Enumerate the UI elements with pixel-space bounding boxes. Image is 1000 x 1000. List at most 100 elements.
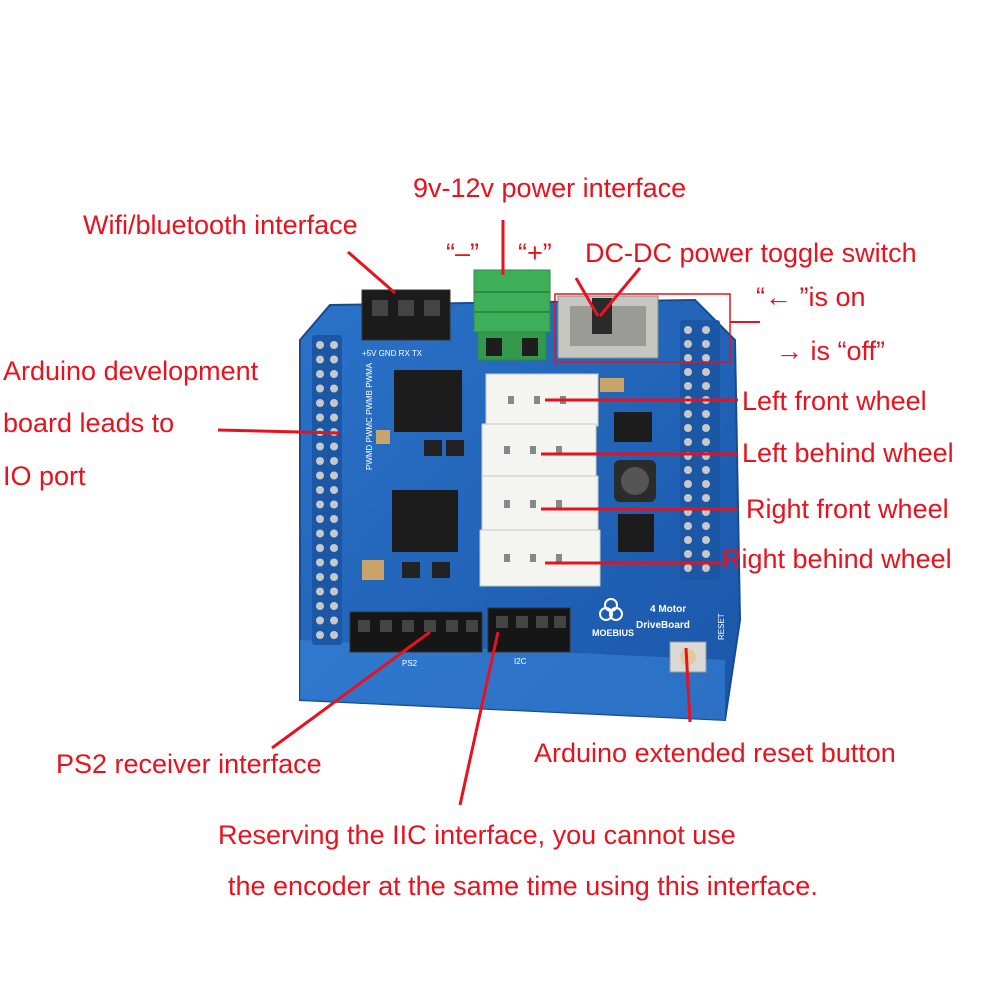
header-pin (316, 355, 324, 364)
switch-off-label: → is “off” (776, 336, 886, 366)
header-pin (684, 326, 692, 334)
header-pin (330, 631, 338, 639)
header-pin (702, 550, 710, 558)
header-pin (316, 587, 324, 596)
header-pin (702, 480, 710, 488)
header-pin (330, 529, 338, 538)
header-pin (684, 522, 692, 530)
motor-connectors (479, 373, 601, 587)
left-behind-wheel-label: Left behind wheel (742, 438, 954, 468)
pwm-silk-text: PWMD PWMC PWMB PWMA (365, 362, 374, 470)
header-pin (316, 500, 324, 509)
header-pin (316, 616, 324, 625)
logo-text: MOEBIUS (592, 628, 634, 638)
moebius-logo (599, 598, 623, 621)
header-pin (702, 522, 710, 530)
power-interface-label: 9v-12v power interface (413, 173, 687, 203)
header-pin (330, 515, 338, 523)
reset-silk-text: RESET (717, 613, 726, 640)
header-pin (330, 355, 338, 364)
small-components (362, 378, 656, 580)
header-pin (330, 457, 338, 465)
header-pin (684, 438, 692, 446)
ps2-receiver-label: PS2 receiver interface (56, 749, 322, 779)
header-pin (316, 471, 324, 480)
header-pin (316, 399, 324, 407)
header-pin (330, 500, 338, 509)
header-pin (330, 384, 338, 393)
reset-button-label: Arduino extended reset button (534, 738, 896, 768)
connector-right-behind (479, 529, 601, 587)
polarity-plus-label: “+” (518, 238, 552, 268)
header-pin (702, 326, 710, 334)
header-pin (684, 480, 692, 488)
header-pin (702, 536, 710, 544)
header-pin (330, 442, 338, 451)
motor-driver-chip-upper (394, 370, 462, 432)
board-title-line1: 4 Motor (650, 604, 686, 615)
right-behind-wheel-label: Right behind wheel (722, 544, 952, 574)
header-pin (702, 368, 710, 376)
iic-label-line1: Reserving the IIC interface, you cannot … (218, 820, 736, 850)
header-pin (316, 370, 324, 378)
header-pin (702, 354, 710, 362)
header-pin (316, 515, 324, 523)
header-pin (702, 438, 710, 446)
header-pin (330, 341, 338, 349)
header-pin (702, 424, 710, 432)
header-pin (330, 413, 338, 422)
header-pin (702, 340, 710, 348)
header-pin (702, 466, 710, 474)
header-pin (316, 558, 324, 567)
header-pin (684, 466, 692, 474)
header-pin (316, 486, 324, 494)
header-pin (702, 410, 710, 418)
header-pin (330, 602, 338, 610)
iic-header (487, 607, 571, 653)
header-pin (316, 341, 324, 349)
header-pin (316, 384, 324, 393)
connector-right-front (481, 475, 599, 531)
header-pin (684, 354, 692, 362)
header-pin (684, 368, 692, 376)
header-pin (330, 558, 338, 567)
header-pin (316, 413, 324, 422)
wifi-silk-text: +5V GND RX TX (362, 349, 423, 358)
header-pin (316, 602, 324, 610)
switch-on-label: “← ”is on (756, 282, 866, 312)
dcdc-switch-label: DC-DC power toggle switch (585, 238, 917, 268)
arduino-label-line1: Arduino development (3, 356, 259, 386)
wifi-bluetooth-label: Wifi/bluetooth interface (83, 210, 358, 240)
board-title-line2: DriveBoard (636, 620, 690, 631)
header-pin (330, 486, 338, 494)
arduino-label-line2: board leads to (3, 408, 175, 438)
right-front-wheel-label: Right front wheel (746, 494, 949, 524)
header-pin (316, 529, 324, 538)
header-pin (684, 410, 692, 418)
motor-driver-chip-lower (392, 490, 458, 552)
header-pin (330, 370, 338, 378)
pcb-bottom-edge (300, 640, 725, 720)
iic-label-line2: the encoder at the same time using this … (228, 871, 818, 901)
header-pin (316, 457, 324, 465)
header-pin (702, 564, 710, 572)
connector-left-behind (481, 423, 597, 477)
header-pin (702, 494, 710, 502)
header-pin (316, 544, 324, 552)
header-pin (684, 340, 692, 348)
header-pin (316, 442, 324, 451)
header-pin (684, 536, 692, 544)
ps2-receiver-header (349, 611, 483, 653)
header-pin (684, 550, 692, 558)
header-pin (330, 544, 338, 552)
iic-silk-text: I2C (514, 657, 527, 666)
header-pin (684, 494, 692, 502)
polarity-minus-label: “–” (446, 238, 479, 268)
header-pin (330, 471, 338, 480)
left-front-wheel-label: Left front wheel (742, 386, 927, 416)
left-header-pins (312, 335, 342, 645)
annotation-lines (217, 220, 760, 806)
header-pin (330, 587, 338, 596)
